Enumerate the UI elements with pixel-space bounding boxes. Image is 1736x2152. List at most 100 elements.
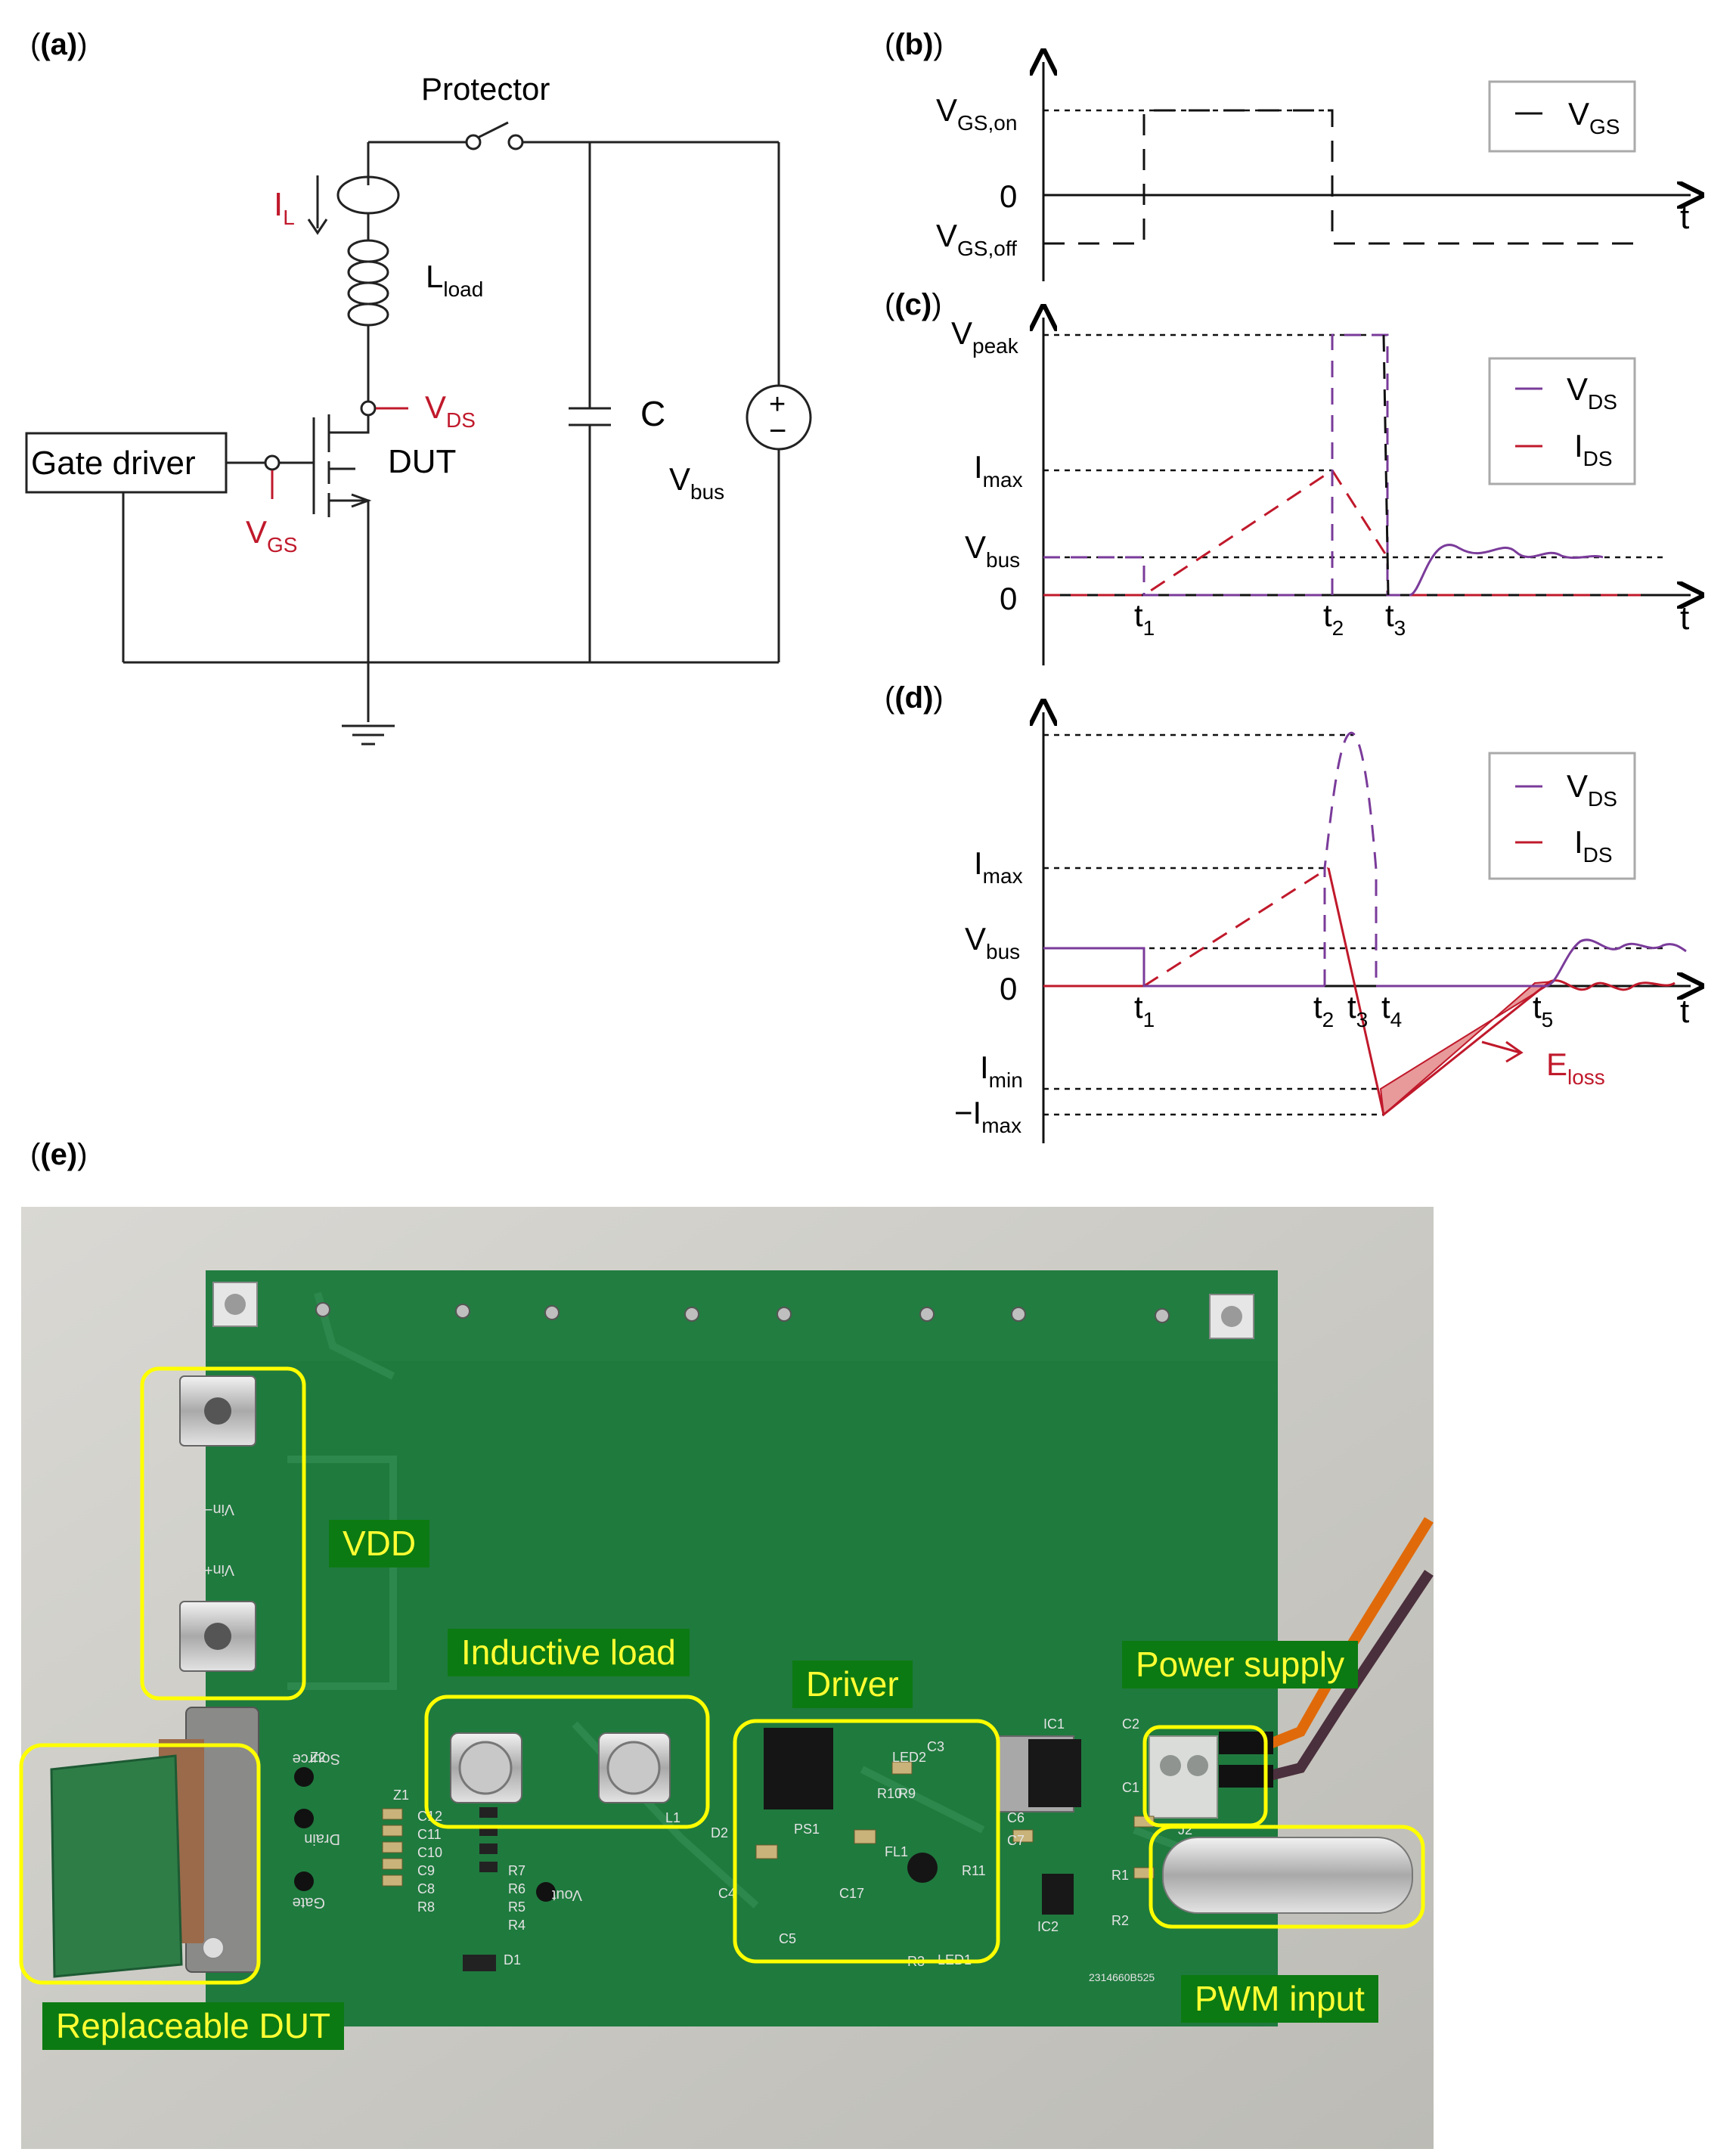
d-ids-ringing bbox=[1549, 979, 1676, 991]
panel-a-label: ((a)) bbox=[30, 28, 88, 61]
svg-text:L1: L1 bbox=[665, 1810, 680, 1825]
silk-vout: Vout bbox=[552, 1887, 582, 1903]
source-plus: + bbox=[769, 389, 786, 420]
d-t1: t1 bbox=[1134, 989, 1155, 1031]
c-legend-vds: VDS bbox=[1567, 371, 1617, 414]
svg-text:R5: R5 bbox=[508, 1899, 525, 1915]
svg-text:C2: C2 bbox=[1122, 1716, 1139, 1732]
highlight-boxes bbox=[19, 1366, 1425, 1985]
panel-a-text: ((a)) Protector Gate driver IL Lload VDS… bbox=[30, 28, 786, 557]
dut-connector bbox=[50, 1707, 259, 1978]
svg-text:C17: C17 bbox=[839, 1886, 864, 1901]
silk-gate: Gate bbox=[293, 1894, 325, 1911]
panel-c-chart: ((c)) Vpeak Imax Vbus 0 t1 t2 t3 t VDS I… bbox=[885, 288, 1691, 665]
panel-b-chart: ((b)) VGS,on 0 VGS,off t VGS bbox=[885, 28, 1691, 281]
c-legend-ids: IDS bbox=[1574, 428, 1613, 470]
capacitor-plates bbox=[569, 407, 611, 426]
svg-text:FL1: FL1 bbox=[885, 1844, 908, 1859]
c-t2: t2 bbox=[1323, 597, 1344, 640]
svg-text:D2: D2 bbox=[711, 1825, 728, 1840]
d-ids-ramp bbox=[1143, 867, 1329, 988]
vgs-node bbox=[264, 454, 281, 471]
panel-d-chart: ((d)) Imax Vbus 0 Imin −Imax t1 t bbox=[885, 681, 1691, 1143]
d-vds-spike bbox=[1323, 731, 1378, 986]
c-imax: Imax bbox=[974, 449, 1023, 491]
inductor-coil bbox=[347, 239, 389, 327]
svg-text:R9: R9 bbox=[898, 1786, 916, 1801]
c-vds-ringing bbox=[1409, 544, 1604, 597]
svg-text:R1: R1 bbox=[1111, 1868, 1129, 1883]
silk-source: Source bbox=[293, 1750, 340, 1767]
d-t5: t5 bbox=[1533, 989, 1553, 1031]
c-ids-trace bbox=[1043, 468, 1641, 597]
d-t-label: t bbox=[1680, 993, 1689, 1030]
lload-label: Lload bbox=[426, 259, 483, 301]
probe-pins bbox=[294, 1767, 556, 1902]
svg-text:C10: C10 bbox=[417, 1845, 442, 1860]
svg-text:C11: C11 bbox=[417, 1827, 442, 1842]
svg-text:C8: C8 bbox=[417, 1881, 435, 1896]
label-power-supply: Power supply bbox=[1122, 1641, 1359, 1688]
d-legend-ids: IDS bbox=[1574, 824, 1613, 867]
vds-node bbox=[360, 400, 377, 417]
b-zero: 0 bbox=[1000, 178, 1017, 214]
svg-text:C9: C9 bbox=[417, 1863, 435, 1878]
b-legend-box bbox=[1488, 80, 1636, 153]
svg-text:C5: C5 bbox=[779, 1931, 796, 1946]
dut-label: DUT bbox=[388, 443, 456, 480]
panel-e-label: ((e)) bbox=[30, 1138, 88, 1171]
pwm-coax-connector bbox=[1162, 1837, 1413, 1914]
svg-text:PS1: PS1 bbox=[794, 1822, 820, 1837]
capacitor-label: C bbox=[640, 394, 665, 433]
b-vgs-trace bbox=[1043, 109, 1641, 245]
c-t-label: t bbox=[1680, 600, 1689, 637]
label-pwm-input: PWM input bbox=[1181, 1975, 1378, 2023]
highlight-dut bbox=[19, 1743, 261, 1985]
gate-driver-label: Gate driver bbox=[31, 445, 196, 482]
panel-d-label: ((d)) bbox=[885, 681, 944, 715]
power-terminal-block bbox=[1149, 1735, 1218, 1819]
ic2-chip bbox=[1042, 1874, 1074, 1915]
vbus-label: Vbus bbox=[669, 461, 724, 504]
b-legend-label: VGS bbox=[1568, 96, 1620, 138]
panel-a-circuit bbox=[25, 121, 812, 746]
d-legend-vds: VDS bbox=[1567, 768, 1617, 811]
c-vds-drop bbox=[1382, 334, 1390, 596]
svg-text:C6: C6 bbox=[1007, 1810, 1025, 1825]
d-reference-lines bbox=[1043, 733, 1663, 1116]
label-driver: Driver bbox=[792, 1661, 913, 1708]
supply-wire-dark bbox=[1269, 1570, 1434, 1781]
protector-label: Protector bbox=[421, 71, 550, 107]
d-t2: t2 bbox=[1313, 989, 1334, 1031]
svg-text:R11: R11 bbox=[962, 1863, 986, 1878]
b-t-label: t bbox=[1680, 199, 1689, 236]
d-imax: Imax bbox=[974, 845, 1023, 888]
d-legend-box bbox=[1488, 752, 1636, 880]
svg-text:R2: R2 bbox=[1111, 1913, 1129, 1928]
il-label: IL bbox=[274, 186, 295, 229]
switch-contact-left bbox=[465, 134, 482, 150]
c-vpeak: Vpeak bbox=[951, 315, 1019, 358]
silk-vin-plus: Vin+ bbox=[204, 1561, 234, 1578]
fl1-component bbox=[907, 1853, 938, 1883]
d-t3: t3 bbox=[1347, 989, 1368, 1031]
svg-text:IC1: IC1 bbox=[1043, 1716, 1065, 1732]
vgs-label: VGS bbox=[246, 514, 297, 557]
svg-text:R6: R6 bbox=[508, 1881, 525, 1896]
svg-text:C1: C1 bbox=[1122, 1780, 1139, 1795]
label-vdd: VDD bbox=[329, 1520, 430, 1567]
silk-drain: Drain bbox=[304, 1831, 340, 1847]
svg-text:R8: R8 bbox=[417, 1899, 435, 1915]
dut-daughter-card bbox=[50, 1754, 183, 1978]
silk-vin-minus: Vin− bbox=[204, 1501, 234, 1518]
svg-text:R10: R10 bbox=[877, 1786, 902, 1801]
c-t1: t1 bbox=[1134, 597, 1155, 640]
highlight-pwm bbox=[1149, 1825, 1425, 1929]
vds-label: VDS bbox=[425, 389, 476, 432]
highlight-vdd bbox=[140, 1366, 306, 1701]
ground-symbol bbox=[342, 724, 395, 746]
panel-b-label: ((b)) bbox=[885, 28, 944, 61]
svg-text:R4: R4 bbox=[508, 1918, 525, 1933]
vdd-terminals bbox=[179, 1375, 256, 1672]
inductive-load-screws bbox=[450, 1732, 671, 1803]
